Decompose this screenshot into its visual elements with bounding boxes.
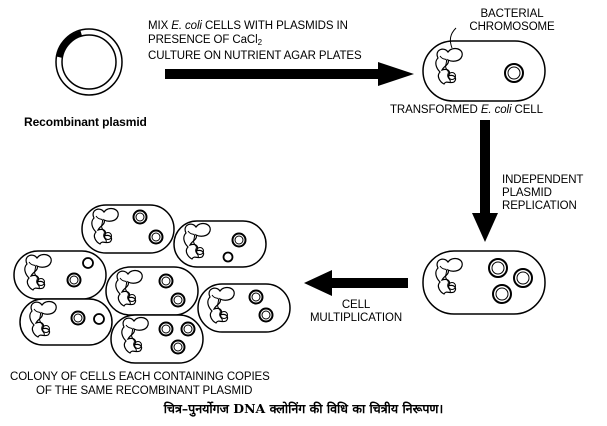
- multiplication-label-line2: MULTIPLICATION: [309, 312, 403, 324]
- transformed-cell: [422, 27, 546, 102]
- replication-label-line3: REPLICATION: [502, 200, 577, 212]
- chromosome-label-line2: CHROMOSOME: [469, 21, 555, 33]
- replication-label-line2: PLASMID: [502, 187, 552, 199]
- step1-line1-prefix: MIX: [148, 20, 172, 32]
- transformed-label-italic: E. coli: [480, 104, 512, 116]
- step1-line1-suffix: CELLS WITH PLASMIDS IN: [201, 20, 348, 32]
- colony-cell: [13, 250, 107, 300]
- step1-line1-italic: E. coli: [171, 20, 202, 32]
- colony-cell: [110, 314, 204, 364]
- recombinant-plasmid-label: Recombinant plasmid: [24, 115, 147, 129]
- colony-cell: [197, 283, 291, 333]
- colony-cell: [19, 298, 113, 346]
- colony-cell: [105, 266, 199, 316]
- replicated-cell: [422, 250, 546, 315]
- step1-line2-sub: 2: [257, 38, 262, 47]
- replication-label: INDEPENDENT PLASMID REPLICATION: [502, 174, 583, 213]
- colony-label-line2: OF THE SAME RECOMBINANT PLASMID: [36, 385, 253, 397]
- step1-line1: MIX E. coli CELLS WITH PLASMIDS IN: [148, 20, 348, 33]
- transformed-cell-label: TRANSFORMED E. coli CELL: [390, 104, 543, 117]
- colony-cell: [81, 204, 175, 254]
- recombinant-plasmid-icon: [55, 28, 123, 96]
- step1-line2: PRESENCE OF CaCl2: [148, 34, 262, 49]
- transformed-label-suffix: CELL: [511, 104, 543, 116]
- colony-label-line1: COLONY OF CELLS EACH CONTAINING COPIES: [10, 371, 270, 383]
- arrow-right-transform: [165, 62, 414, 86]
- chromosome-label-line1: BACTERIAL: [480, 8, 544, 20]
- figure-caption: चित्र–पुनर्योगज DNA क्लोनिंग की विधि का …: [163, 401, 444, 416]
- step1-line3: CULTURE ON NUTRIENT AGAR PLATES: [148, 50, 362, 62]
- multiplication-label: CELL MULTIPLICATION: [300, 299, 412, 325]
- multiplication-label-line1: CELL: [341, 299, 371, 311]
- colony-of-cells: [13, 204, 291, 364]
- colony-cell: [173, 220, 267, 268]
- step1-line2-prefix: PRESENCE OF CaCl: [148, 34, 258, 46]
- transformed-label-prefix: TRANSFORMED: [390, 104, 481, 116]
- arrow-left-multiplication: [304, 270, 408, 296]
- arrow-down-replication: [472, 120, 498, 242]
- chromosome-label: BACTERIAL CHROMOSOME: [462, 8, 562, 34]
- replication-label-line1: INDEPENDENT: [502, 174, 584, 186]
